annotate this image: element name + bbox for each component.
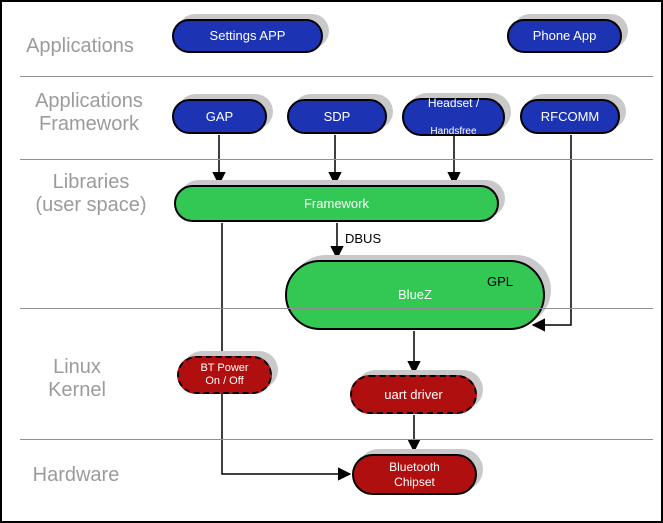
node-rfcomm: RFCOMM xyxy=(520,99,620,134)
node-gap: GAP xyxy=(172,99,267,134)
node-settings-app: Settings APP xyxy=(172,19,323,53)
layer-label-hardware: Hardware xyxy=(32,464,120,486)
node-bt-power-on-off: BT Power On / Off xyxy=(177,356,272,394)
layer-label-linux-kernel: Linux Kernel xyxy=(48,356,106,402)
node-sdp: SDP xyxy=(287,99,387,134)
connector-framework-to-chipset-via-btpower xyxy=(221,223,352,481)
layer-label-applications: Applications xyxy=(26,35,134,57)
headset-label-line1: Headset / xyxy=(427,96,480,111)
node-uart-driver: uart driver xyxy=(350,375,477,414)
layer-divider-framework xyxy=(20,159,653,160)
headset-label-line2: Handsfree xyxy=(430,126,477,137)
node-headset-handsfree: Headset / Handsfree xyxy=(402,96,505,137)
node-phone-app: Phone App xyxy=(507,19,622,53)
layer-divider-applications xyxy=(20,76,653,77)
node-bluetooth-chipset: Bluetooth Chipset xyxy=(352,454,477,495)
layer-divider-kernel xyxy=(20,308,653,309)
connector-rfcomm-to-bluez xyxy=(531,135,572,332)
layer-label-libraries-user-space: Libraries (user space) xyxy=(35,171,147,217)
node-framework: Framework xyxy=(174,185,499,222)
bluez-label: BlueZ xyxy=(398,287,432,303)
node-bluez: BlueZ GPL xyxy=(285,260,545,330)
bluez-license-badge: GPL xyxy=(486,274,513,289)
layer-divider-hardware xyxy=(20,439,653,440)
edge-label-dbus: DBUS xyxy=(345,231,382,246)
layer-label-applications-framework: Applications Framework xyxy=(35,90,143,136)
